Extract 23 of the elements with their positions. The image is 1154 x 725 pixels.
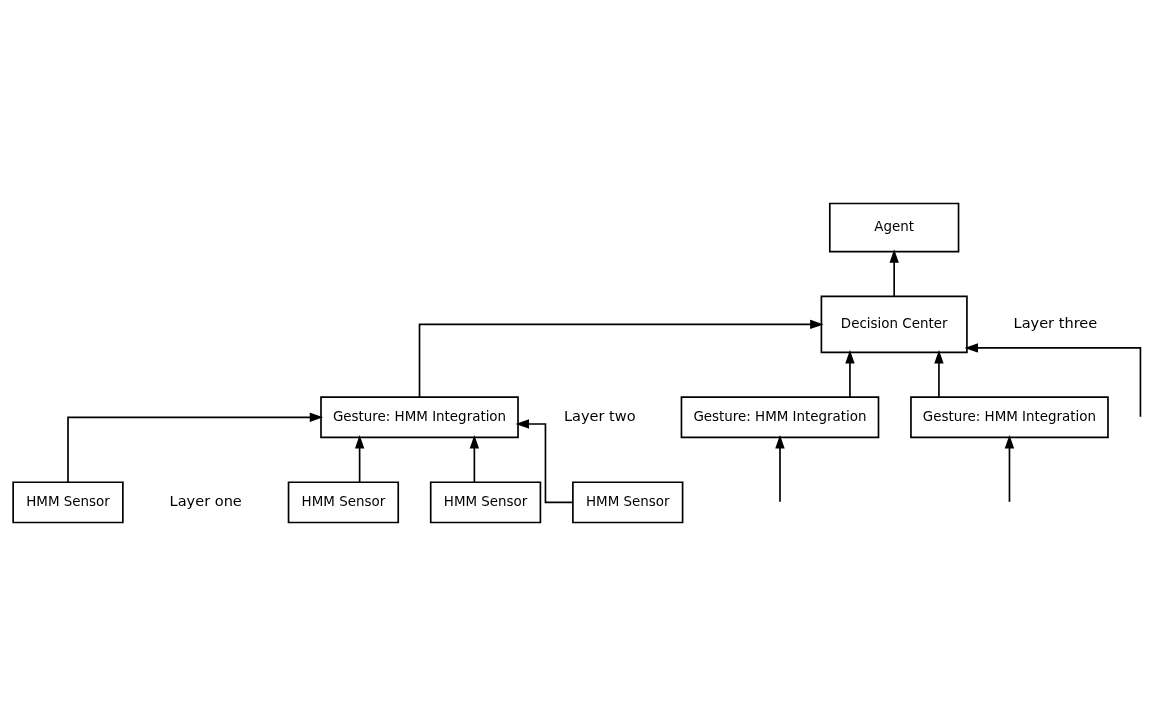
arrow — [934, 349, 944, 398]
arrow — [889, 248, 899, 297]
arrow — [67, 412, 324, 483]
node-box: HMM Sensor — [572, 480, 684, 523]
node-box: Gesture: HMM Integration — [680, 395, 880, 438]
arrow — [515, 418, 574, 503]
node-box: Decision Center — [820, 295, 968, 353]
arrow — [1004, 434, 1015, 503]
node-box: Gesture: HMM Integration — [320, 395, 519, 438]
label: Layer one — [169, 491, 242, 509]
label: Layer three — [1013, 313, 1098, 331]
node-box: HMM Sensor — [429, 480, 542, 523]
arrow — [469, 434, 480, 483]
arrow — [775, 434, 785, 503]
arrow — [354, 434, 365, 483]
node-box: Gesture: HMM Integration — [910, 395, 1109, 438]
node-box: Agent — [828, 202, 960, 252]
arrow — [418, 319, 824, 398]
node-box: HMM Sensor — [12, 480, 124, 523]
arrow — [964, 342, 1142, 418]
arrow — [845, 349, 855, 398]
node-box: HMM Sensor — [287, 480, 400, 523]
label: Layer two — [563, 406, 636, 424]
